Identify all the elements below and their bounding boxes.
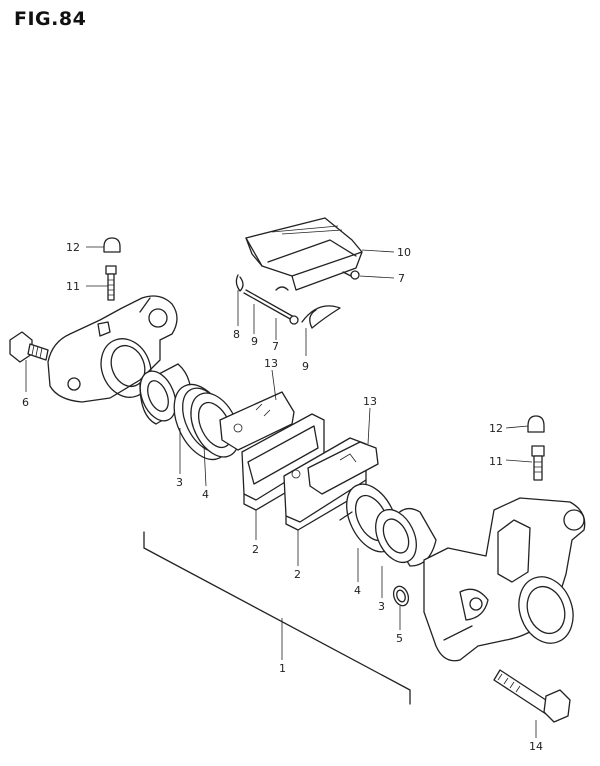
- bleeder-valve-right: [531, 445, 545, 481]
- bleeder-valve-upper: [105, 265, 117, 301]
- callout-13-left: 13: [264, 357, 278, 370]
- figure-title: FIG.84: [14, 8, 87, 30]
- callout-12-right: 12: [489, 422, 503, 435]
- bleeder-cap-right: [527, 415, 545, 433]
- callout-11-upper: 11: [66, 280, 80, 293]
- pad-spring: [301, 305, 341, 329]
- caliper-bolt: [493, 669, 571, 723]
- shim-right: [307, 441, 379, 495]
- callout-3-left: 3: [176, 476, 183, 489]
- callout-7-upper: 7: [398, 272, 405, 285]
- caliper-left-half: [47, 295, 178, 403]
- callout-12-upper: 12: [66, 241, 80, 254]
- callout-6: 6: [22, 396, 29, 409]
- bolt-upper: [342, 270, 360, 280]
- pad-cover: [245, 217, 363, 291]
- mounting-bolt: [9, 331, 49, 363]
- callout-7-lower: 7: [272, 340, 279, 353]
- caliper-right-half: [423, 497, 586, 662]
- callout-3-right: 3: [378, 600, 385, 613]
- callouts: 12 11 6 10 7 8 9 7 9 13 13 3 4 2 2 4 3 5…: [22, 241, 543, 753]
- callout-1: 1: [279, 662, 286, 675]
- callout-4-left: 4: [202, 488, 209, 501]
- callout-10: 10: [397, 246, 411, 259]
- callout-4-right: 4: [354, 584, 361, 597]
- callout-9-right: 9: [302, 360, 309, 373]
- callout-11-right: 11: [489, 455, 503, 468]
- callout-2-right: 2: [294, 568, 301, 581]
- callout-5: 5: [396, 632, 403, 645]
- pad-pin: [235, 274, 299, 325]
- o-ring: [392, 585, 410, 607]
- callout-13-right: 13: [363, 395, 377, 408]
- callout-9-left: 9: [251, 335, 258, 348]
- callout-14: 14: [529, 740, 543, 753]
- bleeder-cap-upper: [103, 237, 121, 253]
- callout-8: 8: [233, 328, 240, 341]
- piston-right: [375, 507, 437, 567]
- assembly-bracket: [143, 531, 411, 705]
- leader-lines: [25, 246, 537, 738]
- shim-left: [219, 391, 295, 451]
- callout-2-left: 2: [252, 543, 259, 556]
